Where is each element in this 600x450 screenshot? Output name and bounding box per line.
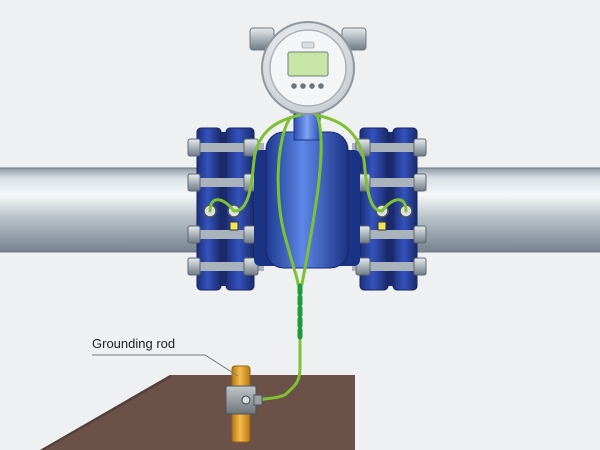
ground-wire-left-to-head [232, 113, 302, 213]
ground-wire-right-jumper [380, 198, 408, 213]
ground-soil-edge [40, 375, 172, 450]
earth-terminal-icon [229, 221, 239, 231]
ground-wire-to-rod [256, 338, 302, 402]
lcd-display-icon [287, 51, 329, 77]
ground-wire-left-jumper [208, 198, 236, 213]
ground-wire-head-down-left [276, 116, 300, 286]
ground-wire-head-down-right [300, 116, 323, 286]
ground-wires [208, 113, 408, 402]
ground-soil [40, 375, 355, 450]
clamp-screw [241, 395, 251, 405]
key-button-1 [291, 83, 297, 89]
left-flange-gap [221, 132, 226, 286]
pipe-right [400, 168, 600, 252]
pipe [0, 167, 600, 253]
grounding-rod-label: Grounding rod [92, 336, 176, 351]
key-button-3 [309, 83, 315, 89]
pipe-left [0, 168, 215, 252]
earth-terminal-icon [377, 221, 387, 231]
ground-wire-right-to-head [314, 113, 384, 213]
key-button-4 [318, 83, 324, 89]
right-flange-gap [388, 132, 393, 286]
display-label-plate [301, 41, 315, 49]
clamp-lug [253, 394, 263, 406]
grounding-rod [225, 365, 263, 443]
converter-head [249, 21, 367, 115]
callout-leader-line [92, 354, 239, 377]
key-button-2 [300, 83, 306, 89]
grounding-rod-clamp [225, 385, 257, 415]
